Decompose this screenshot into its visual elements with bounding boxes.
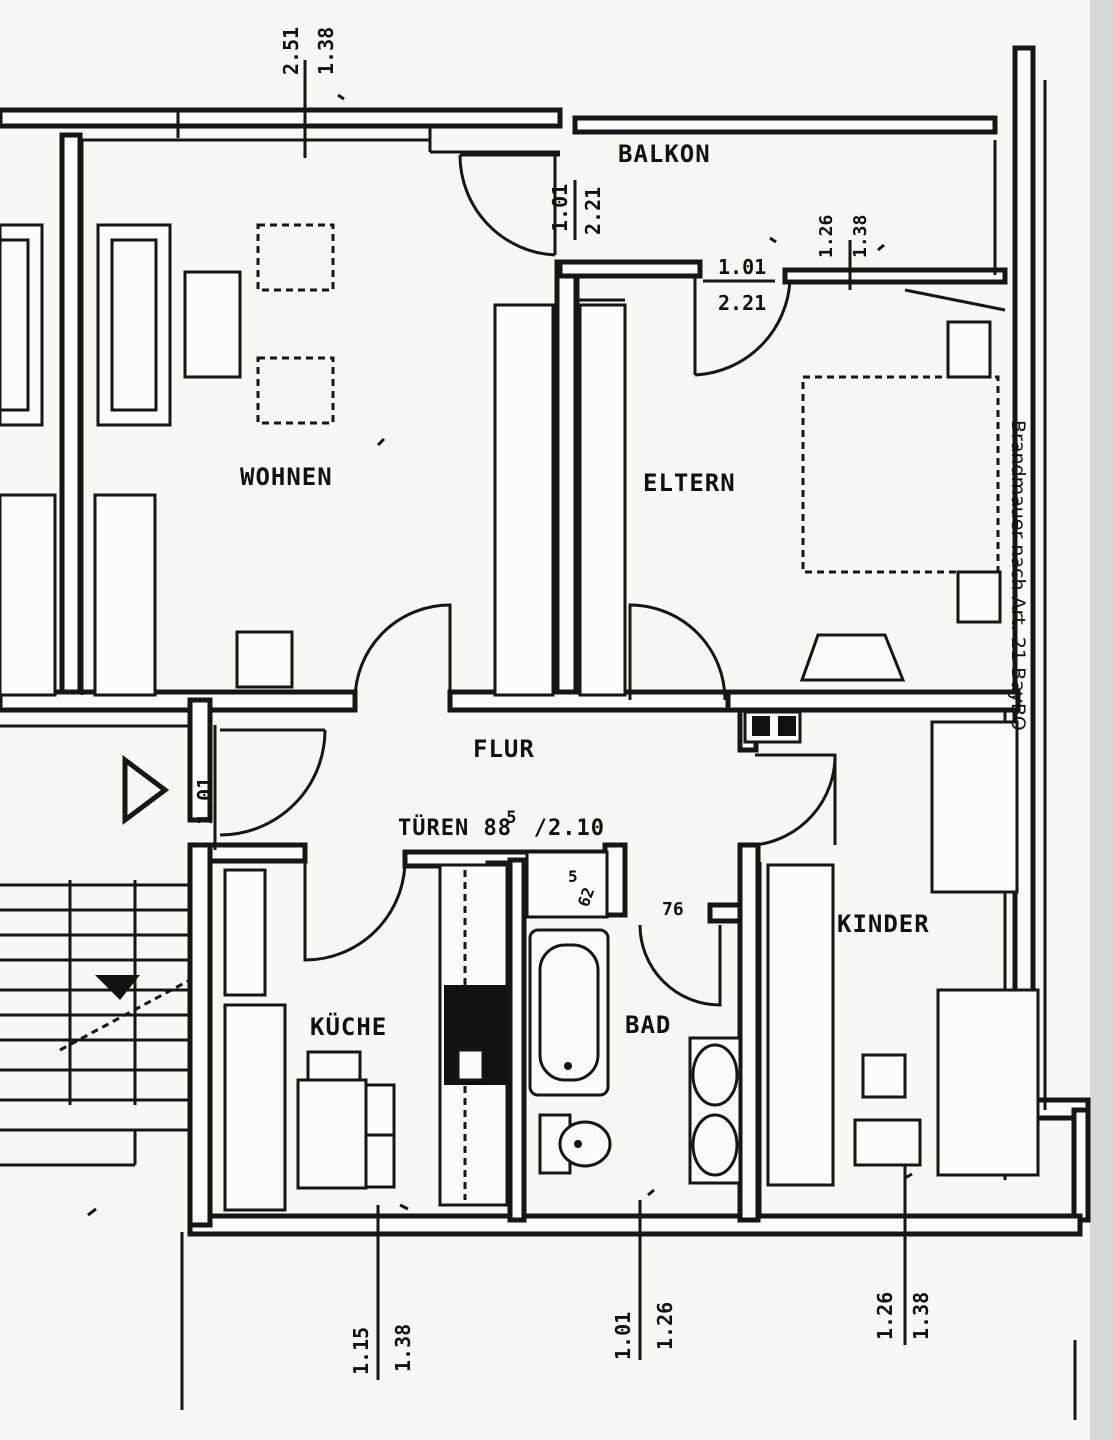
- wohnen-furniture: [93, 223, 555, 697]
- dim-eltern-door-lower: 2.21: [718, 291, 766, 315]
- dim-niche-width: 5: [568, 867, 578, 886]
- dim-kueche-window-upper: 1.15: [349, 1327, 373, 1375]
- room-label-eltern: ELTERN: [643, 469, 736, 497]
- entrance-marker: [122, 755, 170, 825]
- bad-fixtures: [528, 928, 742, 1185]
- paper-edge-shadow: [1090, 0, 1113, 1440]
- doors-note-suffix: /2.10: [534, 816, 605, 841]
- stairwell: [0, 880, 191, 1167]
- dim-eltern-window-upper: 1.26: [816, 215, 837, 258]
- kueche-furniture: [223, 863, 509, 1212]
- doors: [219, 153, 837, 1007]
- room-label-wohnen: WOHNEN: [240, 463, 333, 491]
- dim-top-wohnen-upper: 2.51: [279, 27, 303, 75]
- paper-sheet: [0, 0, 1090, 1440]
- pencil-marks: [87, 93, 913, 1217]
- firewall-note: Brandmauer nach Art. 21 BayBO: [1007, 420, 1029, 731]
- doors-note-superscript: 5: [506, 808, 517, 828]
- dim-eltern-window-lower: 1.38: [850, 215, 871, 258]
- dim-kinder-window-lower: 1.38: [909, 1292, 933, 1340]
- doors-note-prefix: TÜREN: [398, 815, 469, 841]
- room-label-flur: FLUR: [473, 735, 535, 763]
- dim-eltern-door-upper: 1.01: [718, 255, 766, 279]
- doors-note-overwritten: 88: [483, 816, 512, 841]
- dim-entrance: 1.01: [193, 777, 217, 825]
- dim-balkon-door-lower: 2.21: [581, 187, 605, 235]
- dim-top-wohnen-lower: 1.38: [314, 27, 338, 75]
- dimension-lines: [303, 60, 907, 1380]
- dim-bad-door: 76: [662, 899, 684, 920]
- room-label-bad: BAD: [625, 1011, 671, 1039]
- room-label-kinder: KINDER: [837, 910, 930, 938]
- dim-kueche-window-lower: 1.38: [391, 1324, 415, 1372]
- room-label-balkon: BALKON: [618, 140, 711, 168]
- eltern-furniture: [578, 303, 1002, 697]
- doors-note: TÜREN 88 5 /2.10: [398, 804, 605, 841]
- room-label-kueche: KÜCHE: [310, 1011, 387, 1041]
- dim-balkon-door-upper: 1.01: [548, 184, 572, 232]
- dim-bad-window-upper: 1.01: [611, 1312, 635, 1360]
- kinder-furniture: [766, 720, 1040, 1187]
- neighbour-furniture: [0, 223, 57, 697]
- dim-kinder-window-upper: 1.26: [873, 1292, 897, 1340]
- dim-bad-window-lower: 1.26: [653, 1302, 677, 1350]
